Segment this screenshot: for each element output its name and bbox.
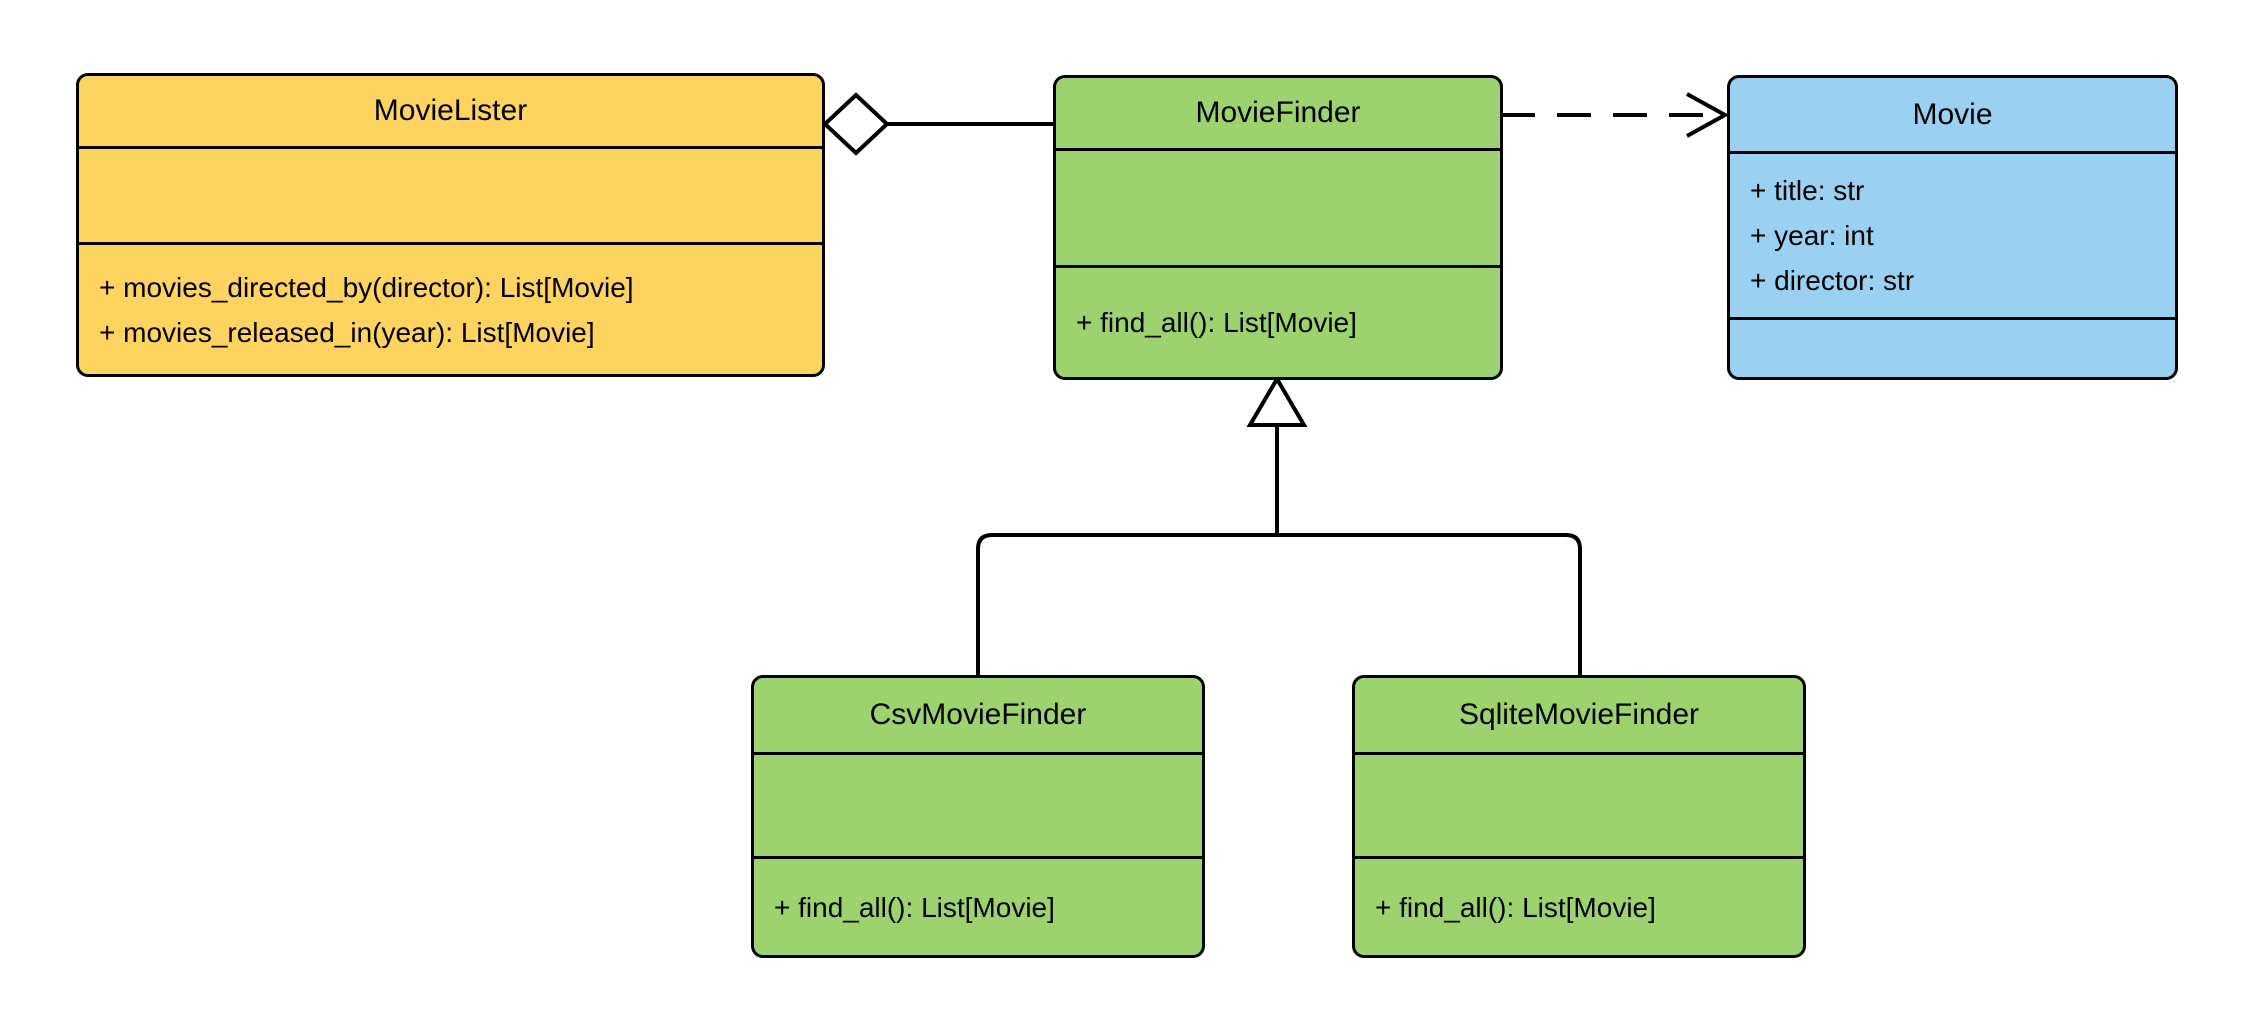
class-box-sqlitemoviefinder: SqliteMovieFinder + find_all(): List[Mov… <box>1352 675 1806 958</box>
class-box-moviefinder: MovieFinder + find_all(): List[Movie] <box>1053 75 1503 380</box>
attributes-compartment-csvmoviefinder <box>754 752 1202 856</box>
class-name-movie: Movie <box>1912 97 1993 131</box>
method-label: + find_all(): List[Movie] <box>1076 307 1357 338</box>
dependency-connector <box>1501 92 1730 138</box>
dependency-arrowhead <box>1686 92 1730 138</box>
class-name-moviefinder: MovieFinder <box>1195 96 1361 129</box>
method-label: + find_all(): List[Movie] <box>1375 891 1656 923</box>
attribute-label: + title: str <box>1750 175 1865 206</box>
method-label: + find_all(): List[Movie] <box>774 891 1055 923</box>
class-box-movielister: MovieLister + movies_directed_by(directo… <box>76 73 825 377</box>
inheritance-triangle <box>1246 375 1308 427</box>
methods-compartment-movie <box>1730 317 2175 377</box>
class-name-sqlitemoviefinder: SqliteMovieFinder <box>1458 698 1700 731</box>
class-box-movie: Movie + title: str + year: int + directo… <box>1727 75 2178 380</box>
attributes-compartment-movie: + title: str + year: int + director: str <box>1730 151 2175 317</box>
methods-compartment-moviefinder: + find_all(): List[Movie] <box>1056 265 1500 377</box>
methods-compartment-movielister: + movies_directed_by(director): List[Mov… <box>79 242 822 374</box>
methods-compartment-csvmoviefinder: + find_all(): List[Movie] <box>754 856 1202 955</box>
class-box-csvmoviefinder: CsvMovieFinder + find_all(): List[Movie] <box>751 675 1205 958</box>
attributes-compartment-moviefinder <box>1056 148 1500 265</box>
class-name-csvmoviefinder: CsvMovieFinder <box>869 698 1087 731</box>
method-label: + movies_released_in(year): List[Movie] <box>99 316 595 348</box>
attributes-compartment-sqlitemoviefinder <box>1355 752 1803 856</box>
methods-compartment-sqlitemoviefinder: + find_all(): List[Movie] <box>1355 856 1803 955</box>
aggregation-diamond <box>822 92 890 156</box>
aggregation-connector <box>822 92 1053 156</box>
method-label: + movies_directed_by(director): List[Mov… <box>99 271 634 303</box>
attribute-label: + director: str <box>1750 265 1915 296</box>
inheritance-connector <box>976 375 1582 675</box>
class-name-movielister: MovieLister <box>373 94 528 127</box>
attribute-label: + year: int <box>1750 220 1874 251</box>
inheritance-branch-rail <box>976 533 1582 675</box>
attributes-compartment-movielister <box>79 146 822 242</box>
